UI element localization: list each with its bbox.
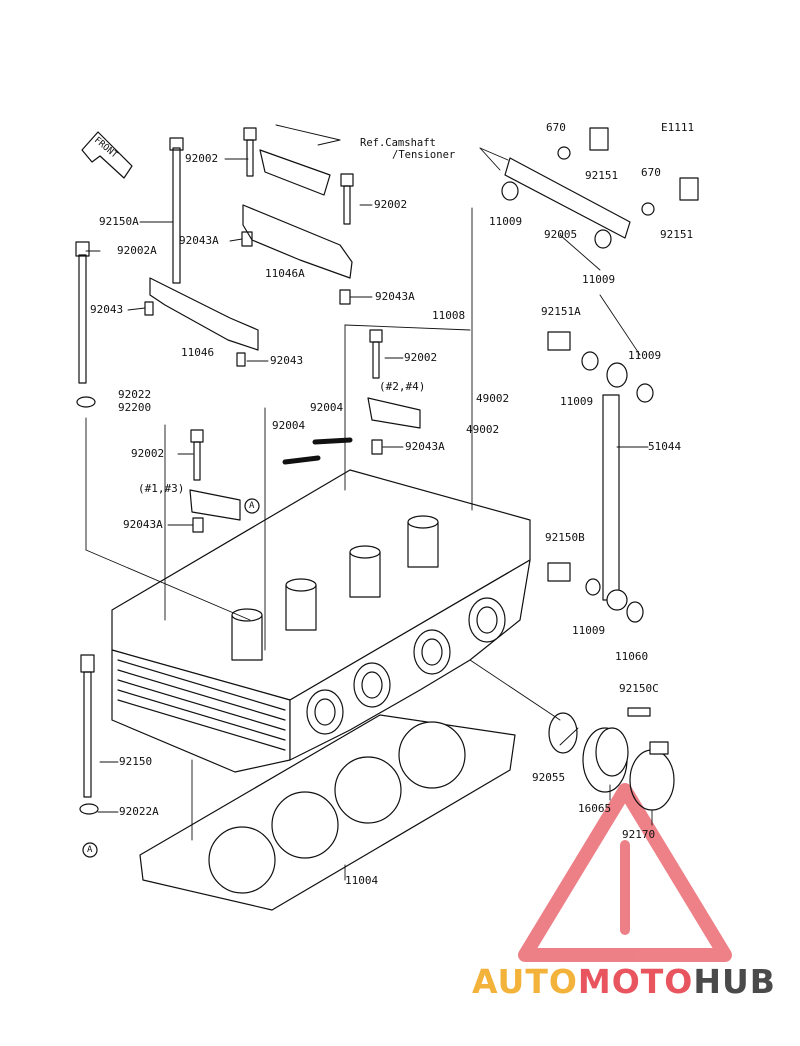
cam-cap-small [189, 397, 421, 521]
callout-11009: 11009 [489, 215, 523, 228]
callout-92150A: 92150A [99, 215, 139, 228]
callout-92043A: 92043A [123, 518, 163, 531]
callout-11046: 11046 [181, 346, 215, 359]
cam-cap-11046 [149, 277, 259, 351]
callout-11009: 11009 [628, 349, 662, 362]
watermark-auto: AUTO [472, 962, 578, 1001]
callout-92150C: 92150C [619, 682, 659, 695]
callout-92002: 92002 [374, 198, 408, 211]
callout-1-3: (#1,#3) [138, 482, 185, 495]
callout-670: 670 [641, 166, 661, 179]
holder-16065 [582, 727, 629, 793]
callout-11060: 11060 [615, 650, 649, 663]
cam-cap-11046A [242, 149, 353, 279]
callout-92043: 92043 [270, 354, 304, 367]
callout-2-4: (#2,#4) [379, 380, 426, 393]
bolt-92150C [627, 707, 651, 717]
ref-note-line2: /Tensioner [392, 149, 456, 161]
callout-11009: 11009 [572, 624, 606, 637]
callout-92005: 92005 [544, 228, 578, 241]
callout-92004: 92004 [310, 401, 344, 414]
ref-note-line1: Ref.Camshaft [360, 137, 436, 149]
callout-11046A: 11046A [265, 267, 305, 280]
callout-92002: 92002 [185, 152, 219, 165]
watermark-hub: HUB [693, 962, 776, 1001]
marker-a-label: A [249, 501, 255, 511]
callout-51044: 51044 [648, 440, 682, 453]
bolt-92002-left [190, 429, 204, 481]
bolt-92002-top [243, 127, 257, 177]
callout-92151: 92151 [660, 228, 694, 241]
callout-92002: 92002 [131, 447, 165, 460]
callout-92150B: 92150B [545, 531, 585, 544]
callout-92170: 92170 [622, 828, 656, 841]
callout-92150: 92150 [119, 755, 153, 768]
oil-pipe-92005 [504, 157, 631, 239]
marker-a-icon [82, 842, 98, 858]
callout-92043A: 92043A [179, 234, 219, 247]
callout-670: 670 [546, 121, 566, 134]
callout-49002: 49002 [476, 392, 510, 405]
bolt-92150A [169, 137, 184, 284]
banjo-bolt-92151 [547, 127, 699, 582]
bolt-92002-mid [369, 329, 383, 379]
bolt-92150 [80, 654, 95, 798]
front-arrow-icon [81, 131, 133, 179]
head-gasket [139, 714, 516, 911]
marker-a-icon [244, 498, 260, 514]
bolt-92002-right [340, 173, 354, 225]
callout-92022: 92022 [118, 388, 152, 401]
callout-92002A: 92002A [117, 244, 157, 257]
callout-11009: 11009 [582, 273, 616, 286]
callout-11008: 11008 [432, 309, 466, 322]
callout-92022A: 92022A [119, 805, 159, 818]
callout-92200: 92200 [118, 401, 152, 414]
bolt-92002A [75, 241, 90, 384]
callout-49002: 49002 [466, 423, 500, 436]
watermark-logo [518, 783, 732, 962]
callout-11009: 11009 [560, 395, 594, 408]
diagram-code: E1111 [661, 121, 695, 134]
callout-92004: 92004 [272, 419, 306, 432]
marker-a-label: A [87, 845, 93, 855]
callout-92002: 92002 [404, 351, 438, 364]
callout-92043A: 92043A [405, 440, 445, 453]
oil-pipe-51044 [602, 362, 628, 611]
callout-92055: 92055 [532, 771, 566, 784]
callout-92151: 92151 [585, 169, 619, 182]
callout-11004: 11004 [345, 874, 379, 887]
cylinder-head [111, 469, 531, 773]
callout-16065: 16065 [578, 802, 612, 815]
callout-92151A: 92151A [541, 305, 581, 318]
callout-92043: 92043 [90, 303, 124, 316]
watermark-moto: MOTO [577, 962, 694, 1001]
watermark-text: AUTOMOTOHUB [472, 962, 776, 1001]
callout-92043A: 92043A [375, 290, 415, 303]
o-ring-92055 [548, 712, 578, 754]
